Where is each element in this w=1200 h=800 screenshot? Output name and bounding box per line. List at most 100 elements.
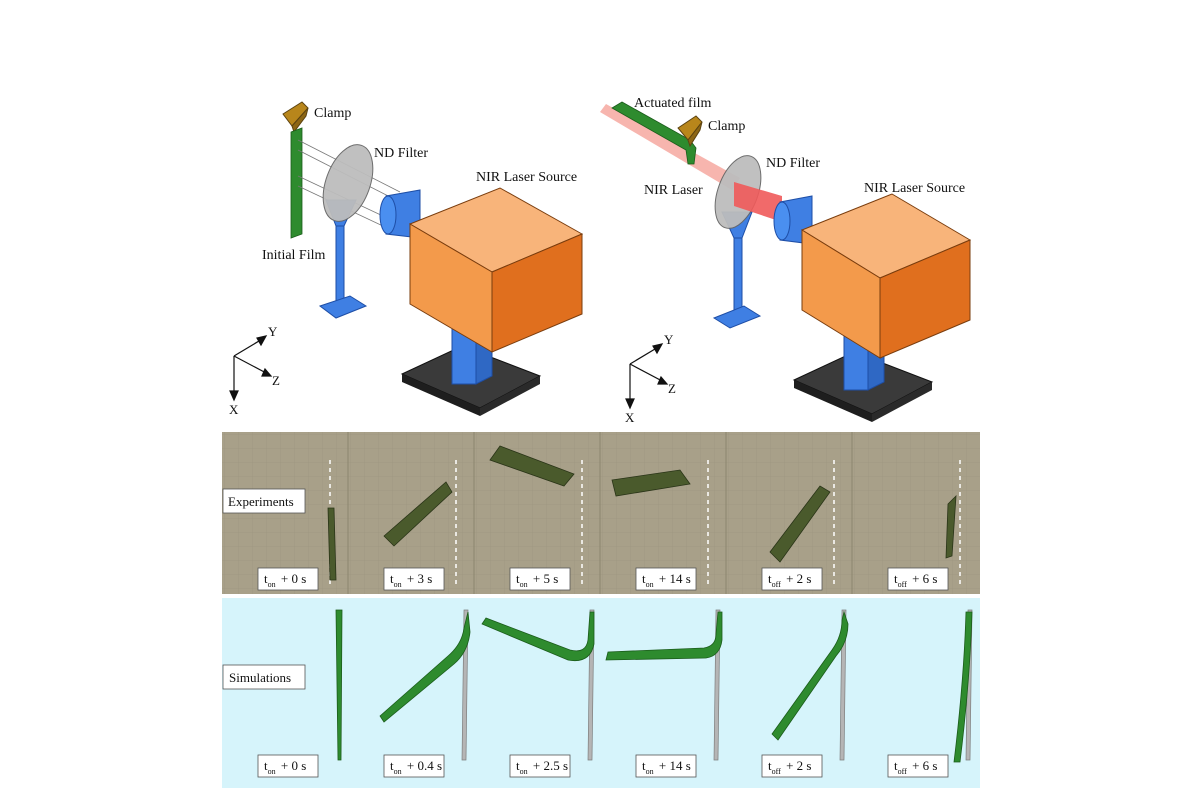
experiment-time-symbol: t	[264, 571, 268, 586]
experiment-time-subscript: off	[772, 580, 782, 589]
simulation-time-value: + 0.4 s	[404, 758, 442, 773]
experiment-film-1	[327, 507, 337, 581]
experiment-time-box	[383, 567, 445, 591]
simulation-time-value: + 6 s	[909, 758, 938, 773]
simulations-label-box	[222, 664, 306, 690]
right-reflected-beam	[600, 104, 740, 190]
right-setup: Actuated film Clamp ND Filter NIR Laser …	[600, 96, 972, 425]
experiment-time-box	[887, 567, 949, 591]
simulation-time-box	[257, 754, 319, 778]
simulation-time-subscript: on	[646, 767, 654, 776]
simulation-time-symbol: t	[642, 758, 646, 773]
simulation-time-value: + 14 s	[656, 758, 691, 773]
experiment-film-2	[383, 481, 453, 547]
left-laser-base-side	[402, 374, 480, 416]
experiment-time-subscript: on	[520, 580, 528, 589]
simulation-time-subscript: on	[394, 767, 402, 776]
right-laser-base-side	[794, 380, 872, 422]
left-setup: Clamp Initial Film ND Filter NIR	[229, 101, 584, 417]
experiment-film-3	[489, 445, 575, 487]
left-laser-box-side	[491, 233, 583, 353]
simulation-time-symbol: t	[516, 758, 520, 773]
simulation-time-value: + 2 s	[783, 758, 812, 773]
left-filter-label: ND Filter	[374, 146, 428, 161]
experiment-time-value: + 5 s	[530, 571, 559, 586]
simulation-films	[335, 609, 973, 763]
experiment-time-symbol: t	[768, 571, 772, 586]
simulation-time-label: toff + 6 s	[894, 758, 937, 776]
experiment-time-label: ton + 0 s	[264, 571, 306, 589]
simulation-time-subscript: off	[898, 767, 908, 776]
experiments-label: Experiments	[228, 494, 294, 509]
experiment-time-label: toff + 2 s	[768, 571, 811, 589]
left-clamp-face	[291, 107, 309, 134]
simulation-time-box	[887, 754, 949, 778]
right-laser-nozzle-end	[773, 201, 791, 241]
simulation-time-value: + 0 s	[278, 758, 307, 773]
simulation-time-label: toff + 2 s	[768, 758, 811, 776]
experiment-time-symbol: t	[894, 571, 898, 586]
right-source-label: NIR Laser Source	[864, 181, 965, 196]
simulation-time-label: ton + 2.5 s	[516, 758, 568, 776]
experiment-time-value: + 14 s	[656, 571, 691, 586]
right-filter-stand-post	[733, 235, 743, 315]
experiment-time-symbol: t	[390, 571, 394, 586]
experiment-films	[327, 445, 957, 581]
left-laser-base-side2	[480, 376, 540, 416]
simulation-time-subscript: on	[520, 767, 528, 776]
experiment-time-box	[635, 567, 697, 591]
left-laser-nozzle-end	[379, 195, 397, 235]
right-film-label: Actuated film	[634, 96, 711, 111]
experiment-film-6	[945, 494, 957, 559]
experiment-time-value: + 3 s	[404, 571, 433, 586]
simulation-film-5	[771, 610, 849, 741]
experiment-time-value: + 2 s	[783, 571, 812, 586]
experiment-time-subscript: on	[646, 580, 654, 589]
right-axis-z: Z	[668, 381, 676, 396]
left-axes	[229, 335, 273, 402]
left-filter-stand-base	[318, 295, 368, 319]
left-film-label: Initial Film	[262, 248, 326, 263]
simulation-time-label: ton + 14 s	[642, 758, 691, 776]
simulation-film-4	[605, 611, 723, 661]
simulation-time-box	[509, 754, 571, 778]
right-axis-y: Y	[664, 332, 674, 347]
simulation-time-box	[383, 754, 445, 778]
simulation-film-2	[379, 611, 471, 723]
simulation-time-label: ton + 0 s	[264, 758, 306, 776]
experiment-film-4	[611, 469, 691, 497]
simulation-time-label: ton + 0.4 s	[390, 758, 442, 776]
experiment-time-value: + 6 s	[909, 571, 938, 586]
simulation-time-subscript: off	[772, 767, 782, 776]
simulation-time-value: + 2.5 s	[530, 758, 568, 773]
experiment-time-label: ton + 14 s	[642, 571, 691, 589]
simulation-time-subscript: on	[268, 767, 276, 776]
right-laser-base-side2	[872, 382, 932, 422]
right-laser-box-side	[879, 239, 971, 359]
simulation-film-6	[953, 611, 973, 763]
experiment-time-subscript: off	[898, 580, 908, 589]
experiment-time-value: + 0 s	[278, 571, 307, 586]
right-clamp-label: Clamp	[708, 119, 745, 134]
left-nd-filter	[322, 144, 374, 222]
experiment-time-box	[509, 567, 571, 591]
right-filter-stand-base	[712, 305, 762, 329]
left-filter-stand-post	[335, 221, 345, 307]
left-axis-z: Z	[272, 373, 280, 388]
experiment-time-subscript: on	[394, 580, 402, 589]
right-laser-label: NIR Laser	[644, 183, 703, 198]
experiments-label-box	[222, 488, 306, 514]
experiment-time-box	[257, 567, 319, 591]
experiment-time-symbol: t	[516, 571, 520, 586]
simulation-film-1	[335, 609, 343, 761]
experiment-film-5	[769, 485, 831, 563]
right-axis-x: X	[625, 410, 635, 425]
simulation-time-symbol: t	[768, 758, 772, 773]
right-clamp-face	[687, 121, 703, 148]
simulation-time-symbol: t	[894, 758, 898, 773]
simulation-time-symbol: t	[390, 758, 394, 773]
